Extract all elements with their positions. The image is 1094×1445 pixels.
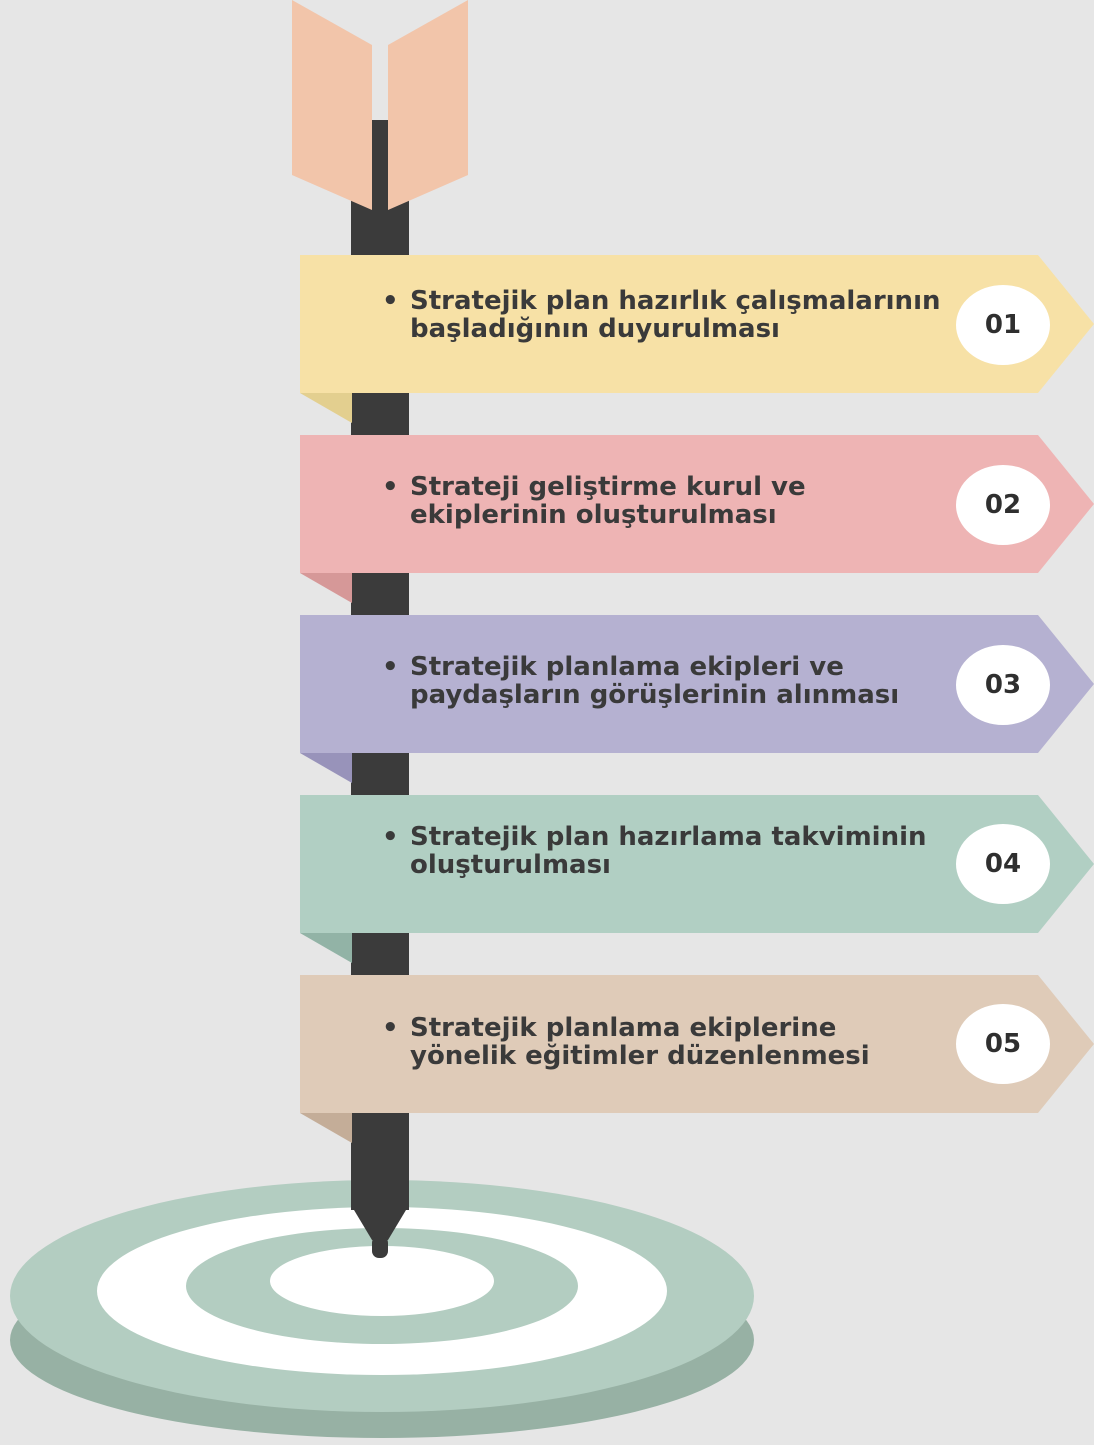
step-2-text: Strateji geliştirme kurul ve ekiplerinin… [380,473,950,529]
arrow-point [372,1236,388,1258]
target-bullseye [270,1246,494,1316]
step-3-text: Stratejik planlama ekipleri ve paydaşlar… [380,653,950,709]
arrow-fletching-left [292,0,372,210]
step-2-banner-fold [300,573,352,603]
step-5-banner-fold [300,1113,352,1143]
step-4-banner-fold [300,933,352,963]
step-5-text: Stratejik planlama ekiplerine yönelik eğ… [380,1014,950,1070]
step-4-text: Stratejik plan hazırlama takviminin oluş… [380,823,950,879]
step-1-banner-fold [300,393,352,423]
step-4-number-badge: 04 [956,824,1050,904]
step-3-banner-fold [300,753,352,783]
step-1-text: Stratejik plan hazırlık çalışmalarının b… [380,287,950,343]
arrow-tip [351,1205,409,1240]
step-2-number-badge: 02 [956,465,1050,545]
step-5-number-badge: 05 [956,1004,1050,1084]
step-1-number-badge: 01 [956,285,1050,365]
step-3-number-badge: 03 [956,645,1050,725]
target-board [10,1180,754,1438]
arrow-fletching-right [388,0,468,210]
